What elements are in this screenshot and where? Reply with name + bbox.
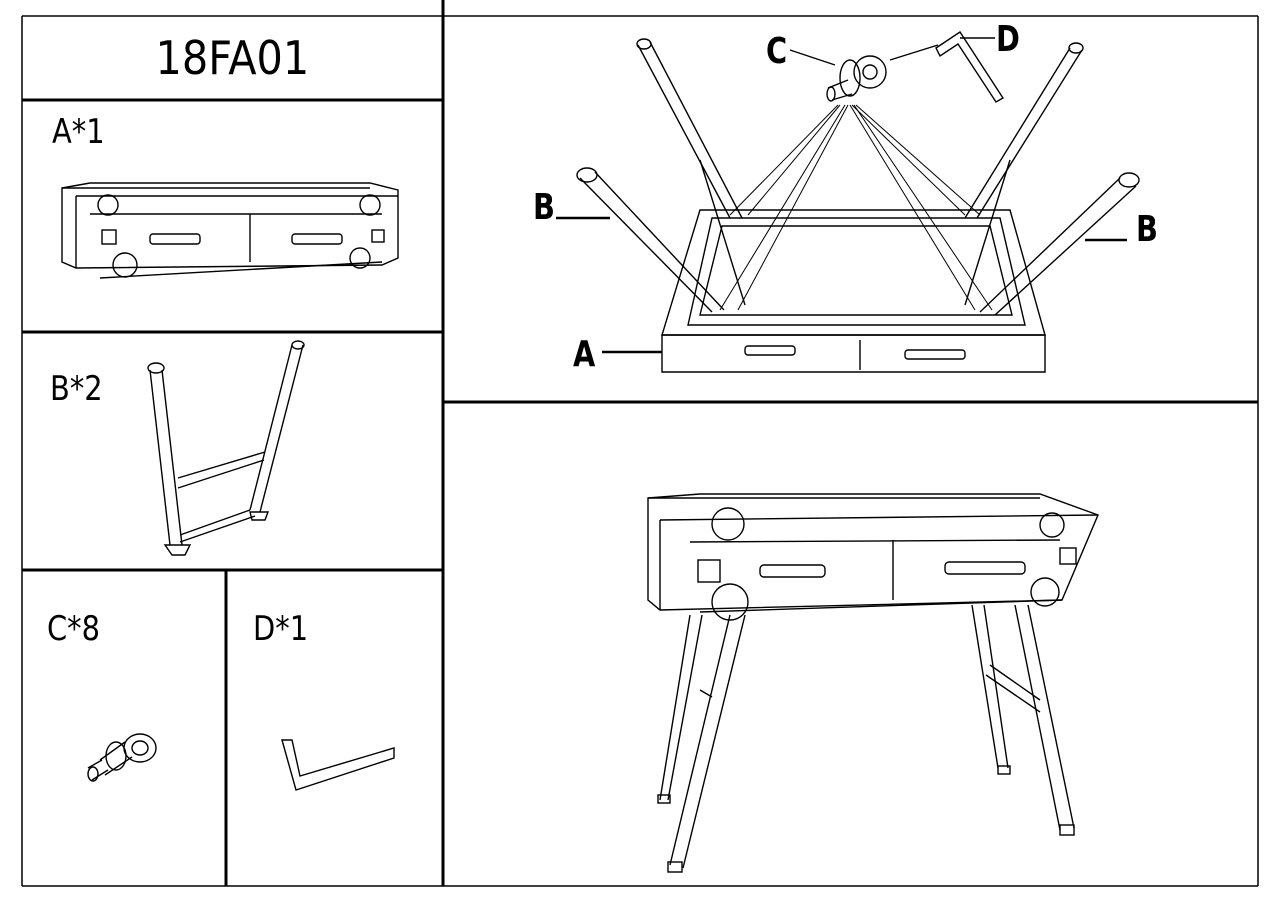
allen-key-d-drawing xyxy=(281,739,395,791)
callout-d: D xyxy=(996,19,1020,60)
cabinet-a-drawing xyxy=(61,182,399,279)
callout-c: C xyxy=(766,31,788,72)
callout-b-left: B xyxy=(533,187,555,228)
callout-b-right: B xyxy=(1136,209,1158,250)
part-c-label: C*8 xyxy=(47,609,101,649)
part-a-label: A*1 xyxy=(52,112,105,152)
model-code-title: 18FA01 xyxy=(155,31,310,85)
part-d-label: D*1 xyxy=(253,609,309,649)
leg-frame-b-drawing xyxy=(147,340,305,556)
assembled-table-drawing xyxy=(647,493,1099,873)
bolt-c-drawing xyxy=(87,733,157,782)
part-b-label: B*2 xyxy=(50,369,103,409)
callout-a: A xyxy=(573,334,596,375)
grid-lines xyxy=(21,0,1259,887)
assembly-step-drawing xyxy=(556,31,1140,373)
